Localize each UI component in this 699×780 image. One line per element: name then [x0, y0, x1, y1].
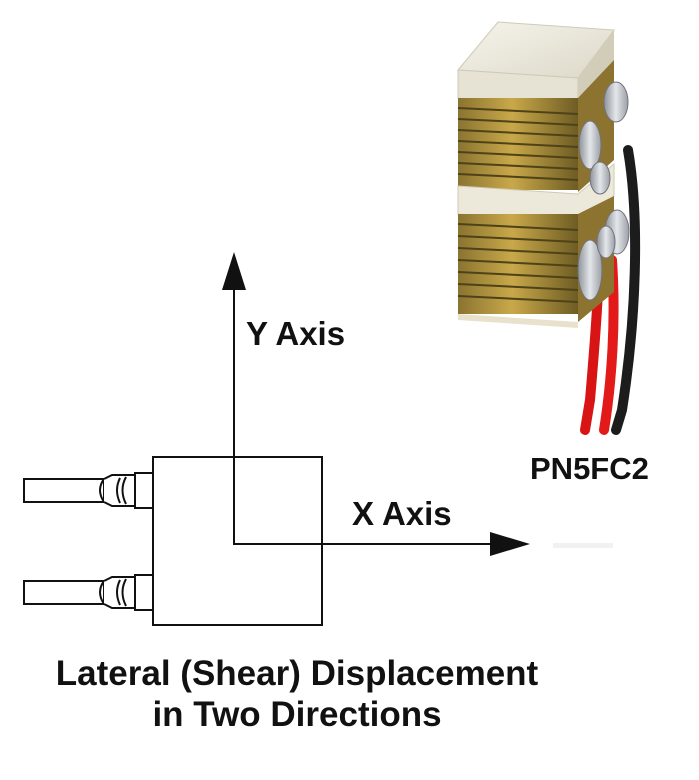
part-number-label: PN5FC2 [530, 451, 649, 486]
bottom-lead [23, 574, 154, 611]
black-wire [611, 145, 641, 435]
y-axis-arrowhead [222, 252, 246, 290]
actuator-body [152, 456, 323, 626]
caption-line-2: in Two Directions [152, 695, 441, 734]
caption-line-1: Lateral (Shear) Displacement [56, 654, 539, 693]
x-axis-arrowhead [490, 532, 530, 556]
top-lead [23, 472, 154, 509]
axes [222, 252, 530, 556]
product-shadow [553, 543, 613, 548]
y-axis-label: Y Axis [246, 315, 345, 352]
piezo-stack-illustration [456, 21, 641, 435]
solder-joints [577, 81, 630, 301]
actuator-schematic [23, 456, 323, 626]
lower-plate-stack [457, 196, 614, 328]
x-axis-label: X Axis [352, 495, 452, 532]
